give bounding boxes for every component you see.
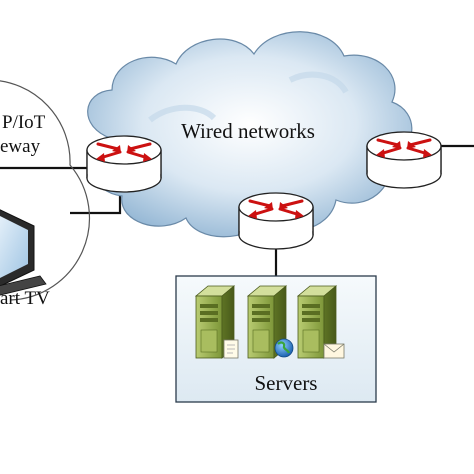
gateway-label-line2: eway (0, 136, 41, 157)
servers-label: Servers (255, 371, 318, 395)
link-line-tv-router (70, 190, 122, 215)
router-icon-center[interactable] (237, 191, 315, 251)
tv-label: art TV (0, 288, 50, 309)
gateway-label-line1: P/IoT (2, 112, 46, 133)
document-icon (223, 339, 239, 359)
router-icon-left[interactable] (85, 134, 163, 194)
smart-tv-icon[interactable] (0, 206, 47, 296)
globe-icon (274, 338, 294, 358)
wired-networks-cloud (87, 31, 413, 238)
router-icon-right[interactable] (365, 130, 443, 190)
mail-envelope-icon (323, 343, 345, 359)
gateway-boundary-circle (0, 80, 91, 301)
cloud-label: Wired networks (181, 119, 315, 143)
